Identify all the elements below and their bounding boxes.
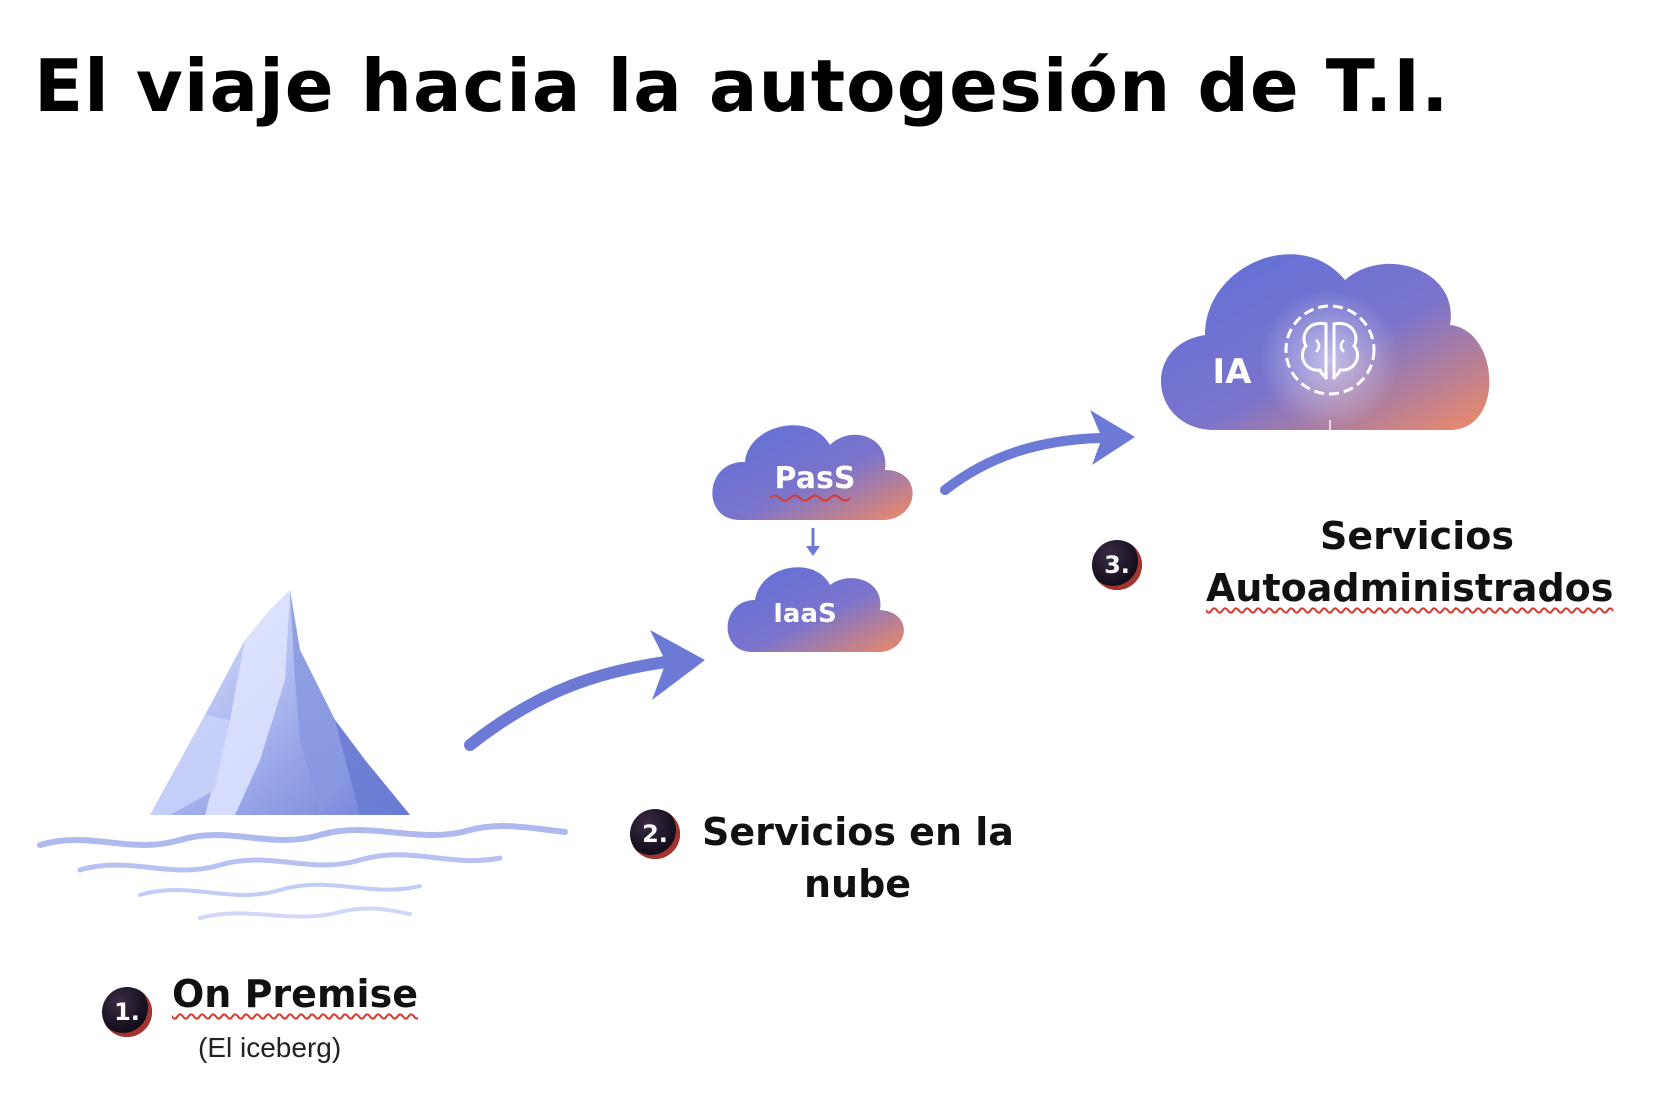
step-2-label-line2: nube bbox=[804, 862, 912, 906]
step-3-badge: 3. bbox=[1092, 540, 1142, 590]
arrow-cloud-to-ai bbox=[940, 410, 1135, 495]
brain-icon bbox=[1284, 304, 1376, 396]
step-2-label-line1: Servicios en la bbox=[702, 810, 1014, 854]
step-3-label-line1: Servicios bbox=[1320, 514, 1514, 558]
step-2-badge: 2. bbox=[630, 809, 680, 859]
cloud-iaas-label: IaaS bbox=[773, 599, 837, 629]
step-1-sublabel: (El iceberg) bbox=[198, 1032, 342, 1063]
cloud-iaas-icon: IaaS bbox=[727, 567, 904, 653]
cloud-ai-icon: IA bbox=[1160, 254, 1490, 470]
step-3-label-line2: Autoadministrados bbox=[1206, 566, 1614, 610]
cloud-paas-icon: PasS bbox=[712, 425, 913, 521]
cloud-ai-label: IA bbox=[1213, 352, 1253, 392]
iceberg-icon bbox=[37, 590, 568, 920]
step-1-label: On Premise bbox=[172, 972, 418, 1016]
page-title: El viaje hacia la autogesión de T.I. bbox=[34, 44, 1450, 128]
arrow-paas-to-iaas bbox=[806, 528, 820, 556]
step-1-badge: 1. bbox=[102, 987, 152, 1037]
cloud-paas-label: PasS bbox=[775, 461, 856, 496]
arrow-onpremise-to-cloud bbox=[464, 630, 705, 751]
